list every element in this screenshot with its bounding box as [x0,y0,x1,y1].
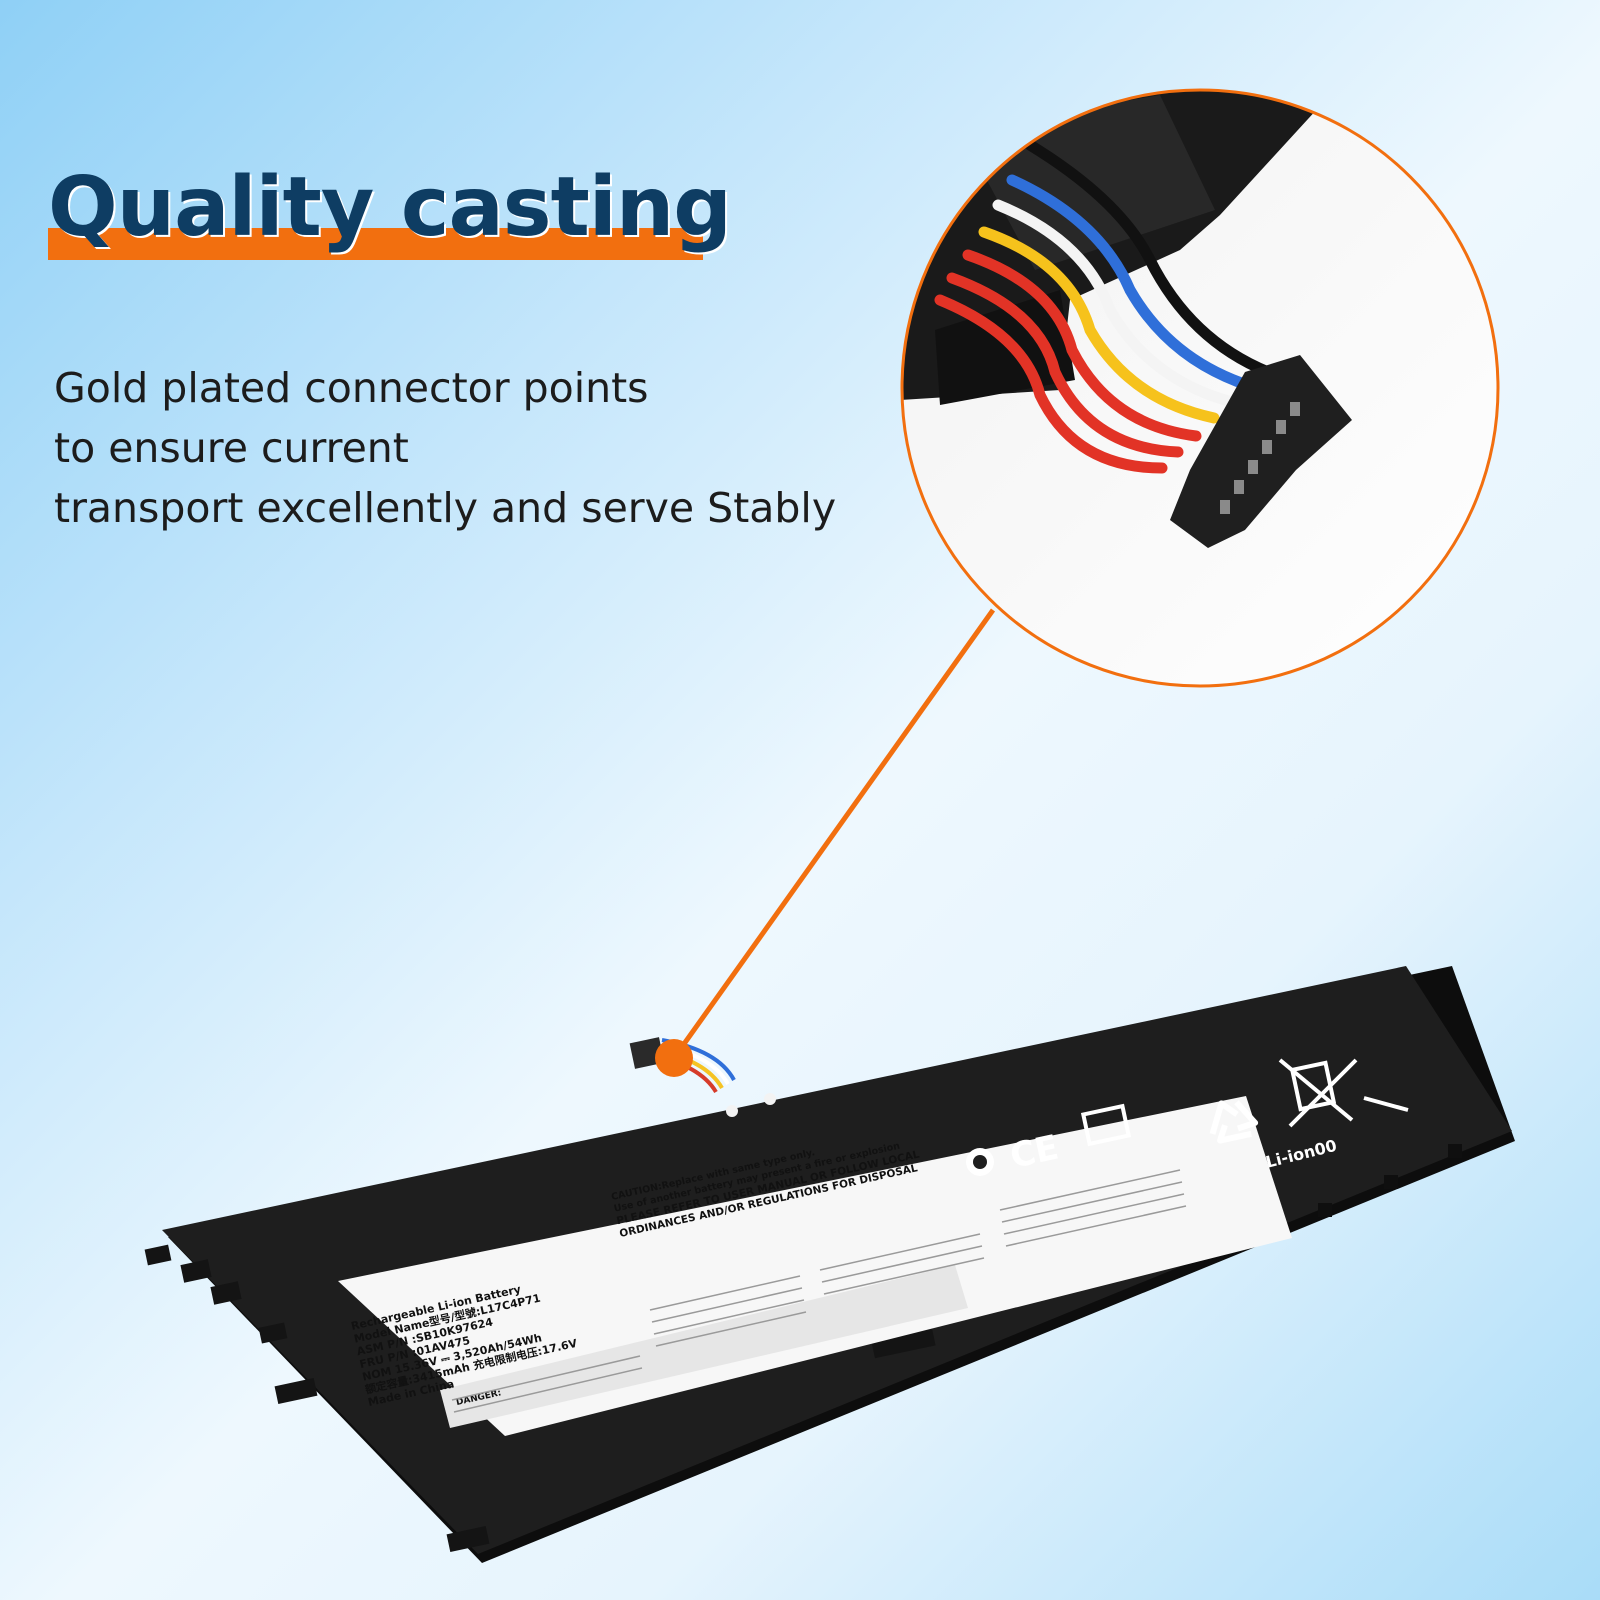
zoom-wires [934,139,1274,474]
battery: Rechargeable Li-ion Battery Model Name型号… [144,966,1515,1563]
callout-line [671,608,996,1060]
rohs-icon [966,1148,994,1176]
box-mark-icon [1080,1103,1132,1147]
heading-underline-bar [48,228,703,260]
ce-mark-icon: CE [1007,1128,1062,1177]
crossed-bin-icon [1278,1058,1409,1128]
recycle-icon [1209,1100,1259,1144]
battery-label [338,1096,1292,1436]
label-fine-print [451,1169,1187,1413]
zoom-connector [1170,355,1352,548]
connector-zoom-circle [900,88,1500,688]
page-title: Quality casting [48,160,732,255]
feature-description: Gold plated connector points to ensure c… [54,358,836,538]
description-line: Gold plated connector points [54,364,649,412]
heading-block: Quality casting [48,158,732,260]
description-line: to ensure current [54,424,409,472]
callout-dot [655,1039,693,1077]
description-line: transport excellently and serve Stably [54,484,837,532]
